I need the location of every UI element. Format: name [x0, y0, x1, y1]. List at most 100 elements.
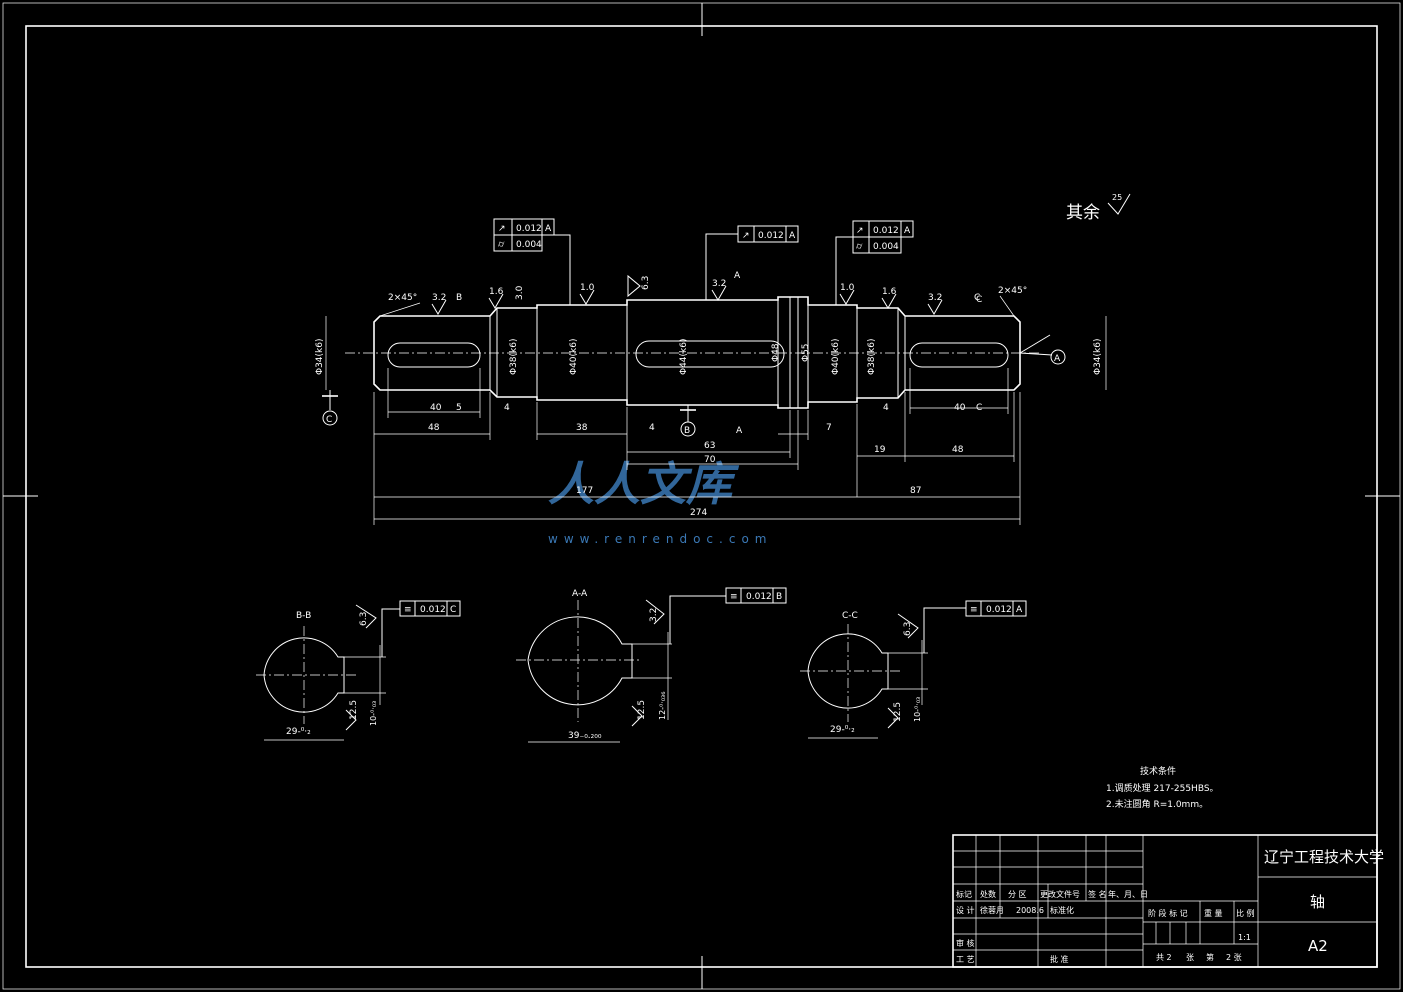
svg-text:12.5: 12.5 [349, 700, 359, 720]
svg-text:≡: ≡ [970, 605, 978, 615]
svg-text:48: 48 [428, 423, 440, 433]
svg-text:12.5: 12.5 [893, 702, 903, 722]
svg-text:分 区: 分 区 [1008, 890, 1027, 899]
svg-text:12-⁰·₀₃₆: 12-⁰·₀₃₆ [658, 692, 667, 720]
svg-text:87: 87 [910, 486, 921, 496]
university-name: 辽宁工程技术大学 [1264, 848, 1384, 866]
dia-40-right: Φ40(k6) [831, 339, 841, 376]
svg-text:徐蓉月: 徐蓉月 [980, 905, 1004, 915]
svg-text:↗: ↗ [856, 226, 864, 236]
tech-requirements: 技术条件 1.调质处理 217-255HBS。 2.未注圆角 R=1.0mm。 [1106, 765, 1219, 810]
dia-34-right: Φ34(k6) [1093, 339, 1103, 376]
svg-text:0.004: 0.004 [516, 240, 542, 250]
datum-c: C [322, 390, 338, 426]
svg-text:1:1: 1:1 [1238, 933, 1251, 942]
svg-text:10-⁰·₀₃: 10-⁰·₀₃ [369, 701, 378, 726]
svg-text:5: 5 [456, 403, 462, 413]
title-block: 辽宁工程技术大学 轴 A2 标记 处数 分 区 更改文件号 签 名 年、月、日 … [952, 834, 1384, 968]
dia-38-left: Φ38(k6) [509, 339, 519, 376]
svg-text:A: A [789, 231, 796, 241]
svg-text:4: 4 [883, 403, 889, 413]
svg-text:7: 7 [826, 423, 832, 433]
roughness-marks: 3.2 B 1.6 3.0 1.0 6.3 3.2 A 1.0 1.6 3.2 … [431, 271, 980, 315]
svg-text:≡: ≡ [404, 605, 412, 615]
shaft-outline [373, 296, 1021, 409]
section-a-a: A-A 3.2 12.5 12-⁰·₀₃₆ 39₋₀.₂₀₀ ≡ 0.012 B [516, 587, 787, 743]
svg-text:↗: ↗ [742, 231, 750, 241]
tech-requirement-2: 2.未注圆角 R=1.0mm。 [1106, 798, 1208, 810]
svg-text:3.2: 3.2 [712, 279, 726, 289]
svg-text:10-⁰·₀₃: 10-⁰·₀₃ [913, 697, 922, 722]
tolerance-frame-middle: ↗ 0.012 A [705, 225, 799, 300]
shaft-shoulder-lines [489, 297, 906, 408]
svg-text:A: A [904, 226, 911, 236]
svg-text:29-⁰·₂: 29-⁰·₂ [286, 727, 311, 737]
svg-text:A: A [1016, 605, 1023, 615]
section-c-c-label: C-C [842, 611, 858, 621]
dia-48: Φ48 [771, 343, 781, 362]
svg-text:设 计: 设 计 [956, 905, 975, 915]
svg-text:6.3: 6.3 [359, 612, 369, 626]
svg-text:↗: ↗ [498, 224, 506, 234]
dia-38-right: Φ38(k6) [867, 339, 877, 376]
shaft-main-view: Φ34(k6) Φ38(k6) Φ40(k6) Φ44(k6) Φ48 Φ55 … [315, 218, 1107, 525]
svg-text:0.004: 0.004 [873, 242, 899, 252]
part-name: 轴 [1310, 893, 1325, 911]
svg-text:40: 40 [430, 403, 442, 413]
svg-text:签 名: 签 名 [1088, 889, 1107, 899]
svg-text:48: 48 [952, 445, 964, 455]
tech-requirement-1: 1.调质处理 217-255HBS。 [1106, 782, 1219, 794]
svg-text:重 量: 重 量 [1204, 908, 1223, 918]
keyway-left [387, 342, 481, 368]
dia-44: Φ44(k6) [679, 339, 689, 376]
svg-text:40: 40 [954, 403, 966, 413]
section-b-b: B-B 6.3 12.5 10-⁰·₀₃ 29-⁰·₂ ≡ 0.012 C [256, 600, 461, 741]
svg-text:2 张: 2 张 [1226, 953, 1242, 962]
svg-text:≡: ≡ [730, 592, 738, 602]
svg-text:第: 第 [1206, 952, 1214, 962]
svg-text:阶 段 标 记: 阶 段 标 记 [1148, 908, 1188, 918]
svg-text:⌭: ⌭ [856, 242, 863, 252]
svg-text:1.0: 1.0 [840, 283, 855, 293]
svg-text:0.012: 0.012 [986, 605, 1012, 615]
svg-text:1.0: 1.0 [580, 283, 595, 293]
remaining-roughness: 其余 25 [1066, 193, 1131, 223]
svg-text:C: C [974, 293, 980, 303]
svg-text:0.012: 0.012 [758, 231, 784, 241]
svg-text:共 2: 共 2 [1156, 953, 1172, 962]
centering-marks [3, 3, 1400, 989]
svg-text:3.0: 3.0 [515, 285, 525, 300]
svg-text:B: B [684, 426, 690, 436]
watermark: 人人文库 www.renrendoc.com [548, 457, 766, 546]
dia-34-left: Φ34(k6) [315, 339, 325, 376]
svg-text:A: A [734, 271, 741, 281]
svg-text:3.2: 3.2 [432, 293, 446, 303]
svg-text:C: C [450, 605, 456, 615]
tech-requirements-title: 技术条件 [1140, 765, 1176, 777]
dia-40-left: Φ40(k6) [569, 339, 579, 376]
section-mark-a: A [736, 426, 743, 436]
svg-text:比 例: 比 例 [1236, 908, 1255, 918]
chamfer-right: 2×45° [998, 286, 1027, 296]
diameter-labels: Φ34(k6) Φ38(k6) Φ40(k6) Φ44(k6) Φ48 Φ55 … [315, 316, 1107, 390]
chamfer-left: 2×45° [388, 293, 417, 303]
svg-text:70: 70 [704, 455, 716, 465]
svg-text:38: 38 [576, 423, 588, 433]
svg-text:4: 4 [649, 423, 655, 433]
svg-text:处数: 处数 [980, 889, 996, 899]
datum-a: A [1019, 334, 1066, 365]
svg-text:1.6: 1.6 [489, 287, 504, 297]
svg-text:张: 张 [1186, 953, 1194, 962]
keyway-right [909, 342, 1009, 368]
svg-text:A: A [545, 224, 552, 234]
svg-text:A: A [1054, 354, 1061, 364]
remaining-roughness-value: 25 [1112, 193, 1122, 202]
svg-text:0.012: 0.012 [516, 224, 542, 234]
svg-text:3.2: 3.2 [928, 293, 942, 303]
svg-text:1.6: 1.6 [882, 287, 897, 297]
svg-text:177: 177 [576, 486, 593, 496]
tolerance-frame-left: ↗ 0.012 A ⌭ 0.004 [493, 218, 571, 305]
svg-text:6.3: 6.3 [641, 276, 651, 290]
svg-text:年、月、日: 年、月、日 [1108, 889, 1148, 899]
dimension-values: 40 5 4 48 38 4 63 70 7 4 40 19 48 177 87… [428, 403, 966, 518]
